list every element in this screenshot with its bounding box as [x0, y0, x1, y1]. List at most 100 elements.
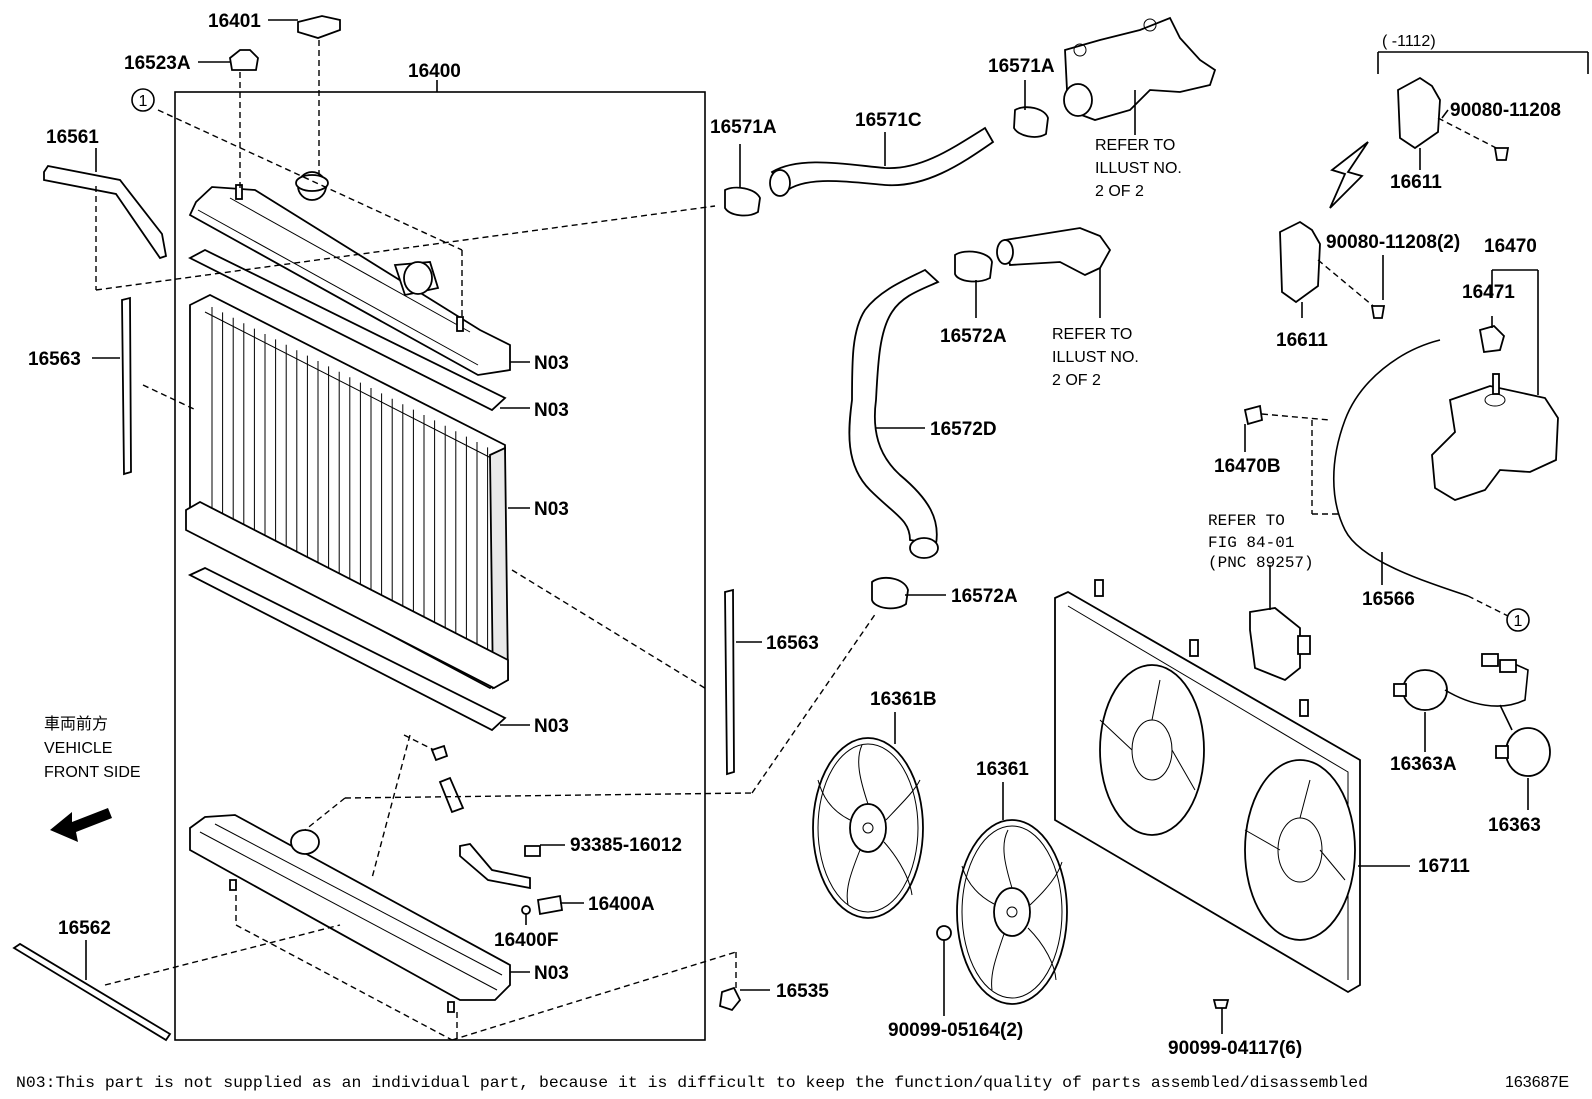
fan-16361	[956, 819, 1068, 1005]
label-16470: 16470	[1484, 236, 1537, 257]
refer-illust-upper: REFER TO ILLUST NO. 2 OF 2	[1095, 137, 1186, 200]
upper-gasket	[188, 248, 507, 412]
label-16400: 16400	[408, 61, 461, 82]
vehicle-front-arrow	[50, 808, 112, 842]
label-16566: 16566	[1362, 589, 1415, 610]
bracket-16611-mid	[1279, 220, 1386, 319]
refer-fig-line3: (PNC 89257)	[1208, 554, 1314, 572]
refer-illust-lower-line2: ILLUST NO.	[1052, 349, 1139, 366]
reservoir-dashed-guides	[1261, 413, 1509, 617]
label-16572A-bottom: 16572A	[951, 586, 1018, 607]
vehicle-front-side: 車両前方 VEHICLE FRONT SIDE	[44, 715, 141, 781]
refer-illust-lower: REFER TO ILLUST NO. 2 OF 2	[1052, 326, 1143, 389]
radiator-upper-tank	[188, 171, 511, 376]
fan-motor-16363	[1495, 704, 1551, 777]
callout-1-right-text: 1	[1514, 613, 1523, 630]
fan-shroud-16711	[1054, 579, 1361, 994]
clip-16470B	[1243, 404, 1264, 426]
reservoir-tank-16470	[1431, 373, 1559, 501]
seal-16563-left	[121, 296, 132, 476]
nut-90099-05164	[936, 925, 952, 941]
radiator-assembly-frame	[174, 91, 706, 1041]
cap-16401	[297, 15, 341, 39]
label-n03-3: N03	[534, 499, 569, 520]
seal-16562	[12, 942, 172, 1042]
radiator-dashed-guides	[95, 40, 877, 1041]
refer-fig: REFER TO FIG 84-01 (PNC 89257)	[1208, 512, 1314, 572]
lower-hose-16572D	[848, 268, 940, 559]
label-16562: 16562	[58, 918, 111, 939]
callout-1-left: 1	[131, 88, 155, 112]
view-arrow	[1329, 141, 1369, 209]
label-n03-2: N03	[534, 400, 569, 421]
label-90080-11208-top: 90080-11208	[1450, 100, 1561, 121]
refer-fig-line2: FIG 84-01	[1208, 534, 1294, 552]
label-16471: 16471	[1462, 282, 1515, 303]
refer-fig-line1: REFER TO	[1208, 512, 1285, 530]
reservoir-hose-16566	[1333, 339, 1469, 597]
label-16400F: 16400F	[494, 930, 558, 951]
clamp-16571A-top	[1013, 106, 1049, 138]
cooling-fan-computer	[1249, 565, 1311, 682]
label-16401: 16401	[208, 11, 261, 32]
water-outlet-upper	[1063, 16, 1217, 135]
label-90080-11208-mid: 90080-11208(2)	[1326, 232, 1460, 253]
bolt-90099-04117	[1212, 999, 1230, 1009]
label-range: ( -1112)	[1382, 33, 1436, 50]
label-16572D: 16572D	[930, 419, 997, 440]
label-16523A: 16523A	[124, 53, 191, 74]
vehicle-front-line1: VEHICLE	[44, 740, 112, 757]
label-16363: 16363	[1488, 815, 1541, 836]
label-16571C: 16571C	[855, 110, 922, 131]
lower-gasket	[187, 567, 507, 732]
label-90099-05164: 90099-05164(2)	[888, 1020, 1023, 1041]
reservoir-cap-16471	[1478, 324, 1506, 353]
label-16361: 16361	[976, 759, 1029, 780]
refer-illust-upper-line1: REFER TO	[1095, 137, 1175, 154]
leader-lines	[85, 19, 1539, 1034]
upper-hose-16571C	[769, 126, 995, 197]
vehicle-front-line2: FRONT SIDE	[44, 764, 141, 781]
refer-illust-upper-line2: ILLUST NO.	[1095, 160, 1182, 177]
clamp-16572A-top	[954, 250, 993, 283]
diagram-code: 163687E	[1505, 1074, 1569, 1091]
seal-16563-right	[724, 588, 735, 776]
label-16571A-top: 16571A	[988, 56, 1055, 77]
label-16611-mid: 16611	[1276, 330, 1328, 351]
refer-illust-lower-line1: REFER TO	[1052, 326, 1132, 343]
label-16361B: 16361B	[870, 689, 937, 710]
label-n03-4: N03	[534, 716, 569, 737]
label-16611-top: 16611	[1390, 172, 1442, 193]
part-labels: 16401 16523A 16400 16561 16563 N03 N03 N…	[28, 11, 1561, 1059]
radiator-core	[185, 293, 509, 690]
label-16470B: 16470B	[1214, 456, 1281, 477]
label-n03-1: N03	[534, 353, 569, 374]
label-16571A-left: 16571A	[710, 117, 777, 138]
range-bracket	[1377, 51, 1589, 74]
clamp-16571A-left	[724, 186, 761, 217]
label-n03-5: N03	[534, 963, 569, 984]
radiator-lower-tank	[189, 814, 511, 1013]
label-16563-left: 16563	[28, 349, 81, 370]
seal-16561	[43, 165, 168, 260]
callout-1-right: 1	[1506, 608, 1530, 632]
label-93385-16012: 93385-16012	[570, 835, 682, 856]
footer-note: N03:This part is not supplied as an indi…	[16, 1074, 1368, 1092]
vehicle-front-jp: 車両前方	[44, 715, 108, 733]
label-16363A: 16363A	[1390, 754, 1457, 775]
refer-illust-lower-line3: 2 OF 2	[1052, 372, 1101, 389]
label-16400A: 16400A	[588, 894, 655, 915]
drain-hose-parts	[430, 744, 742, 1012]
refer-illust-upper-line3: 2 OF 2	[1095, 183, 1144, 200]
water-inlet-pipe	[996, 227, 1112, 318]
label-90099-04117: 90099-04117(6)	[1168, 1038, 1302, 1059]
callout-1-left-text: 1	[139, 93, 148, 110]
label-16711: 16711	[1418, 856, 1470, 877]
plug-16523A	[229, 49, 259, 71]
label-16535: 16535	[776, 981, 829, 1002]
fan-motor-16363A	[1393, 653, 1529, 711]
clamp-16572A-bottom	[871, 576, 909, 610]
fan-16361B	[812, 737, 924, 919]
bracket-16611-top	[1397, 76, 1510, 161]
